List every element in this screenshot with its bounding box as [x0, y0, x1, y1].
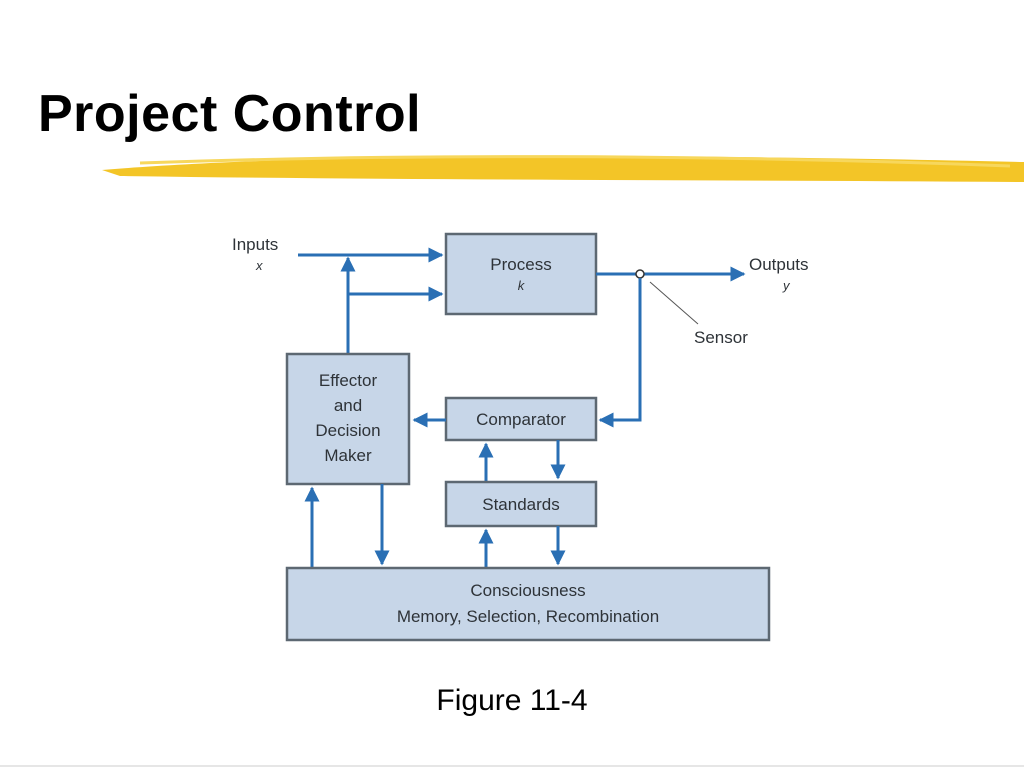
consciousness-label-line2: Memory, Selection, Recombination	[397, 607, 659, 626]
comparator-label: Comparator	[476, 410, 566, 429]
process-box	[444, 232, 598, 316]
control-system-diagram: Inputs x Process k Outputs y Sensor Comp…	[232, 232, 809, 642]
figure-caption: Figure 11-4	[436, 684, 588, 717]
standards-box	[444, 480, 598, 528]
effector-label-line3: Decision	[315, 421, 380, 440]
outputs-label: Outputs	[749, 255, 809, 274]
title-highlight-stroke	[102, 155, 1024, 182]
standards-label: Standards	[482, 495, 560, 514]
effector-label-line2: and	[334, 396, 362, 415]
effector-label-line1: Effector	[319, 371, 378, 390]
sensor-label: Sensor	[694, 328, 748, 347]
effector-decision-box	[285, 352, 411, 486]
consciousness-label-line1: Consciousness	[470, 581, 585, 600]
comparator-box	[444, 396, 598, 442]
inputs-symbol: x	[255, 258, 263, 273]
slide-bottom-divider	[0, 765, 1024, 767]
consciousness-box	[285, 566, 771, 642]
process-label: Process	[490, 255, 551, 274]
outputs-symbol: y	[782, 278, 791, 293]
effector-label-line4: Maker	[324, 446, 372, 465]
inputs-label: Inputs	[232, 235, 278, 254]
process-symbol: k	[518, 278, 526, 293]
feedback-line	[598, 278, 642, 428]
slide-title: Project Control	[38, 85, 422, 143]
sensor-node	[635, 269, 645, 279]
sensor-leader	[649, 281, 699, 325]
